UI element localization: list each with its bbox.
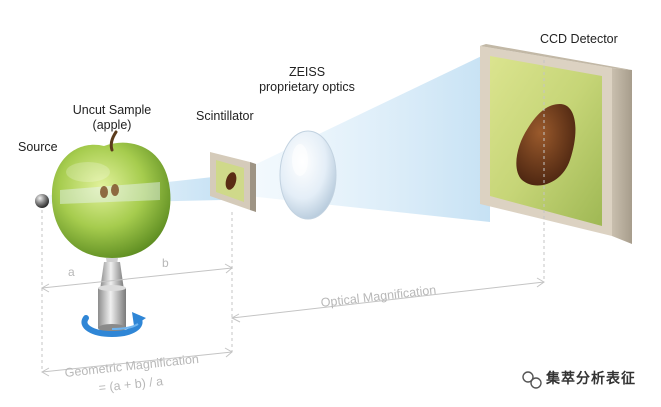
apple-sample [51,130,171,258]
proprietary-optics-label: proprietary optics [259,80,355,94]
watermark: 集萃分析表征 [546,368,636,388]
scintillator-plate [210,152,256,212]
distance-a-label: a [68,265,75,279]
scintillator-label: Scintillator [196,109,254,123]
source-label: Source [18,140,58,154]
rotation-arrow-icon [81,315,143,338]
ccd-detector-label: CCD Detector [540,32,618,46]
distance-b-label: b [162,256,169,270]
uncut-sample-label: Uncut Sample [72,103,152,117]
zeiss-label: ZEISS [288,65,326,79]
apple-label: (apple) [92,118,132,132]
watermark-text: 集萃分析表征 [546,371,636,387]
rotation-stage [81,258,146,338]
zeiss-lens [279,130,337,220]
dimension-lines [40,60,545,377]
source-ball [35,194,49,208]
wechat-logo-icon [522,371,542,389]
ccd-detector [480,44,632,244]
detector-seed-image [516,104,576,186]
